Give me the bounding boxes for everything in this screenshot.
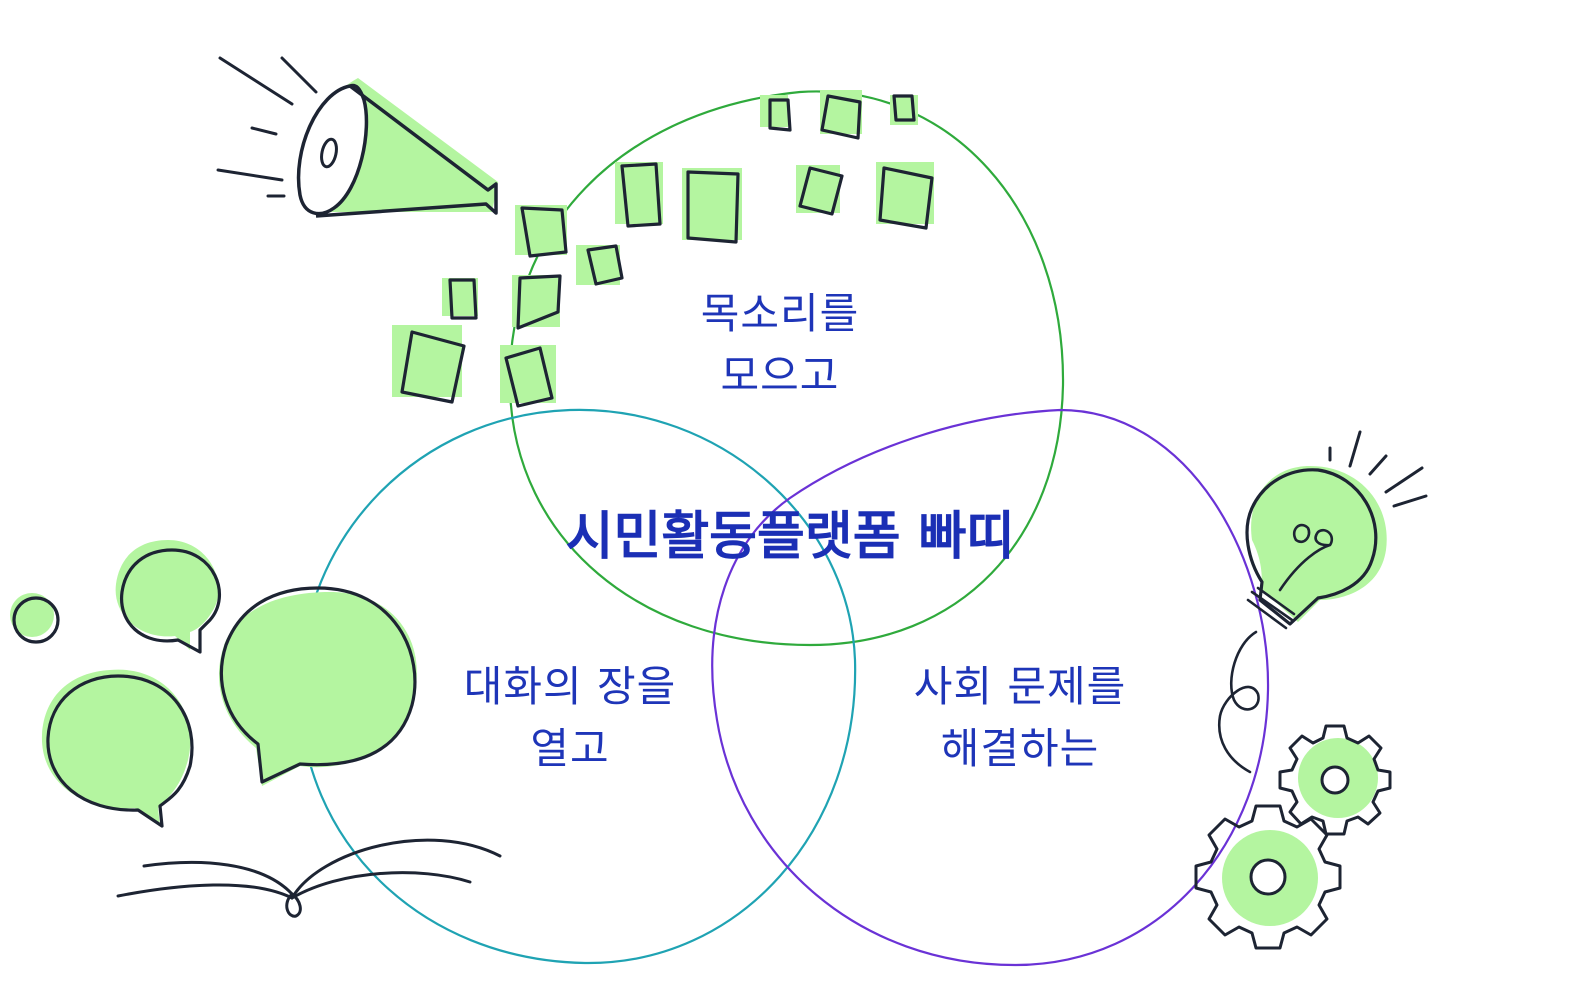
circle-label-voices-line1: 목소리를 xyxy=(700,289,860,338)
circle-label-dialogue-line2: 열고 xyxy=(530,724,610,773)
circle-label-voices: 목소리를 모으고 xyxy=(650,283,910,407)
paper-notes-icon xyxy=(392,90,934,408)
circle-label-voices-line2: 모으고 xyxy=(720,351,840,400)
venn-circle-dialogue xyxy=(298,408,857,965)
gears-icon xyxy=(1194,724,1392,950)
lightbulb-icon xyxy=(1217,430,1428,774)
open-book-icon xyxy=(116,838,502,918)
megaphone-icon xyxy=(216,56,498,218)
circle-label-dialogue-line1: 대화의 장을 xyxy=(463,662,677,711)
circle-label-dialogue: 대화의 장을 열고 xyxy=(420,656,720,780)
circle-label-solve: 사회 문제를 해결하는 xyxy=(860,656,1180,780)
circle-label-solve-line2: 해결하는 xyxy=(940,724,1100,773)
gear-large-icon xyxy=(1194,804,1342,950)
gear-small-icon xyxy=(1278,724,1392,836)
diagram-title: 시민활동플랫폼 빠띠 xyxy=(565,507,1015,567)
circle-label-solve-line1: 사회 문제를 xyxy=(913,662,1127,711)
speech-bubbles-icon xyxy=(10,540,417,828)
